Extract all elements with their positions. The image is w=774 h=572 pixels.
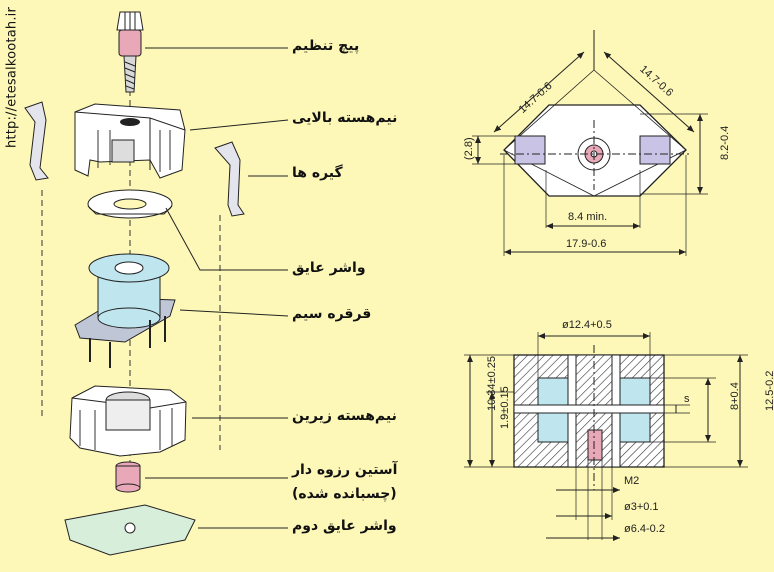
dim-outer: 12.5-0.2	[764, 371, 774, 411]
dim-gap: 1.9±0.15	[499, 386, 511, 429]
dim-m2: M2	[624, 475, 639, 487]
label-adjust-screw: پیچ تنظیم	[292, 38, 360, 54]
dim-top: ø12.4+0.5	[562, 319, 612, 331]
wire-bobbin	[74, 253, 176, 368]
label-lower-half-core: نیم‌هسته زیرین	[292, 408, 397, 424]
dim-inner: 8+0.4	[729, 382, 741, 410]
insulating-washer	[87, 189, 173, 219]
dim-s: s	[684, 393, 690, 405]
threaded-sleeve	[115, 461, 141, 493]
label-insulating-washer: واشر عایق	[292, 260, 366, 276]
section-view-drawing: ø12.4+0.5 10.34±0.25 1.9±0.15 s 8+0.4 12…	[464, 319, 774, 541]
adjust-screw	[116, 11, 144, 93]
lower-half-core	[69, 385, 187, 457]
upper-half-core	[74, 103, 186, 179]
dim-base: ø6.4-0.2	[624, 523, 665, 535]
label-upper-half-core: نیم‌هسته بالایی	[292, 110, 398, 126]
dim-left: (2.8)	[463, 137, 475, 160]
second-washer	[64, 504, 196, 556]
dim-width: 17.9-0.6	[566, 238, 606, 250]
top-view-drawing: 14.7-0.6 14.7-0.6 (2.8) 8.2-0.4 8.4 min.…	[463, 30, 731, 256]
clips	[24, 101, 245, 217]
exploded-view	[24, 11, 289, 556]
dim-diag-right: 14.7-0.6	[637, 63, 675, 99]
label-threaded-sleeve: آستین رزوه دار	[292, 462, 398, 478]
dim-min: 8.4 min.	[568, 211, 607, 223]
label-second-washer: واشر عایق دوم	[292, 518, 397, 534]
label-wire-bobbin: قرقره سیم	[292, 306, 372, 322]
dim-right: 8.2-0.4	[719, 126, 731, 160]
dim-bore: ø3+0.1	[624, 501, 659, 513]
dim-height: 10.34±0.25	[486, 356, 498, 411]
label-clips: گیره ها	[292, 165, 343, 181]
label-threaded-sleeve-note: (چسبانده شده)	[292, 486, 397, 502]
